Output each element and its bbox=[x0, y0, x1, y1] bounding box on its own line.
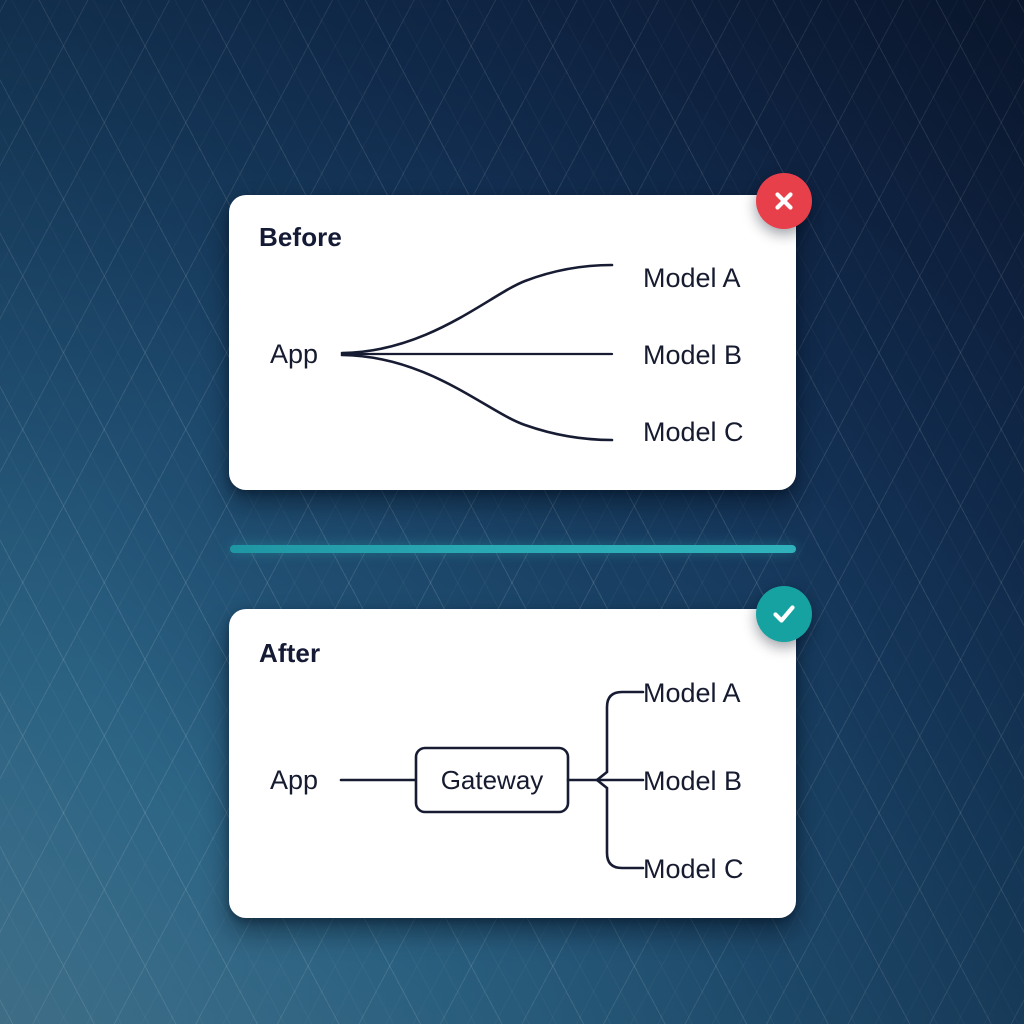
before-card-title: Before bbox=[259, 222, 342, 252]
before-card[interactable]: Before App Model A Model B Model C bbox=[229, 195, 796, 490]
after-edge-gateway-model-a bbox=[595, 690, 645, 782]
before-node-app: App bbox=[270, 339, 318, 369]
after-edge-gateway-model-c bbox=[595, 778, 645, 870]
check-mark-icon-badge[interactable] bbox=[756, 586, 812, 642]
check-mark-icon bbox=[773, 605, 795, 623]
after-node-model-a: Model A bbox=[643, 678, 741, 708]
after-card-title: After bbox=[259, 638, 321, 668]
close-x-icon bbox=[775, 192, 793, 210]
before-node-model-a: Model A bbox=[643, 263, 741, 293]
after-node-gateway-label: Gateway bbox=[441, 765, 544, 795]
before-diagram: App Model A Model B Model C bbox=[270, 263, 744, 447]
section-divider bbox=[230, 545, 796, 553]
after-card[interactable]: After App Gateway Model A Model B Model … bbox=[229, 609, 796, 918]
before-edge-app-model-a bbox=[340, 263, 614, 355]
before-node-model-b: Model B bbox=[643, 340, 742, 370]
after-node-app: App bbox=[270, 765, 318, 795]
after-node-model-c: Model C bbox=[643, 854, 744, 884]
before-node-model-c: Model C bbox=[643, 417, 744, 447]
after-diagram: App Gateway Model A Model B Model C bbox=[270, 678, 744, 884]
before-edge-app-model-c bbox=[340, 353, 614, 442]
close-x-icon-badge[interactable] bbox=[756, 173, 812, 229]
after-node-model-b: Model B bbox=[643, 766, 742, 796]
